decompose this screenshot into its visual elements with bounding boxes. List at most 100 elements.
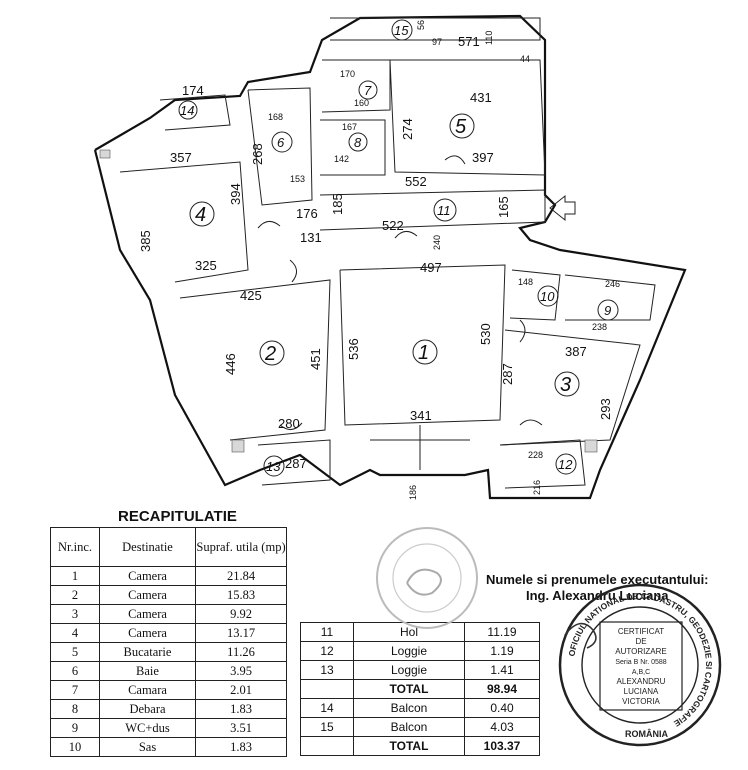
svg-text:165: 165 — [496, 196, 511, 218]
svg-text:431: 431 — [470, 90, 492, 105]
official-stamp: OFICIUL NATIONAL DE CADASTRU, GEODEZIE S… — [558, 583, 722, 747]
svg-text:216: 216 — [532, 480, 542, 495]
room-1-label: 1 — [418, 342, 429, 364]
svg-text:446: 446 — [223, 353, 238, 375]
room-8-label: 8 — [354, 135, 362, 150]
room-5-label: 5 — [455, 116, 467, 138]
svg-text:174: 174 — [182, 83, 204, 98]
svg-text:246: 246 — [605, 279, 620, 289]
svg-text:530: 530 — [478, 323, 493, 345]
svg-text:341: 341 — [410, 408, 432, 423]
svg-text:522: 522 — [382, 218, 404, 233]
svg-text:131: 131 — [300, 230, 322, 245]
room-labels: 1 2 3 4 5 6 7 8 9 10 11 12 13 14 15 — [178, 19, 619, 477]
svg-text:56: 56 — [416, 20, 426, 30]
svg-text:280: 280 — [278, 416, 300, 431]
svg-text:160: 160 — [354, 98, 369, 108]
svg-text:DE: DE — [635, 637, 646, 646]
svg-text:97: 97 — [432, 37, 442, 47]
svg-text:186: 186 — [408, 485, 418, 500]
svg-text:167: 167 — [342, 122, 357, 132]
room-10-label: 10 — [540, 289, 555, 304]
svg-text:LUCIANA: LUCIANA — [624, 687, 659, 696]
table-header-row: Nr.inc. Destinatie Supraf. utila (mp) — [50, 527, 287, 567]
svg-text:552: 552 — [405, 174, 427, 189]
svg-text:385: 385 — [138, 230, 153, 252]
door-arcs — [257, 155, 543, 430]
executor-name: Ing. Alexandru Luciana — [525, 588, 669, 603]
svg-text:228: 228 — [528, 450, 543, 460]
header-destinatie: Destinatie — [99, 527, 196, 567]
svg-text:238: 238 — [592, 322, 607, 332]
room-11-label: 11 — [437, 203, 451, 218]
room-3-label: 3 — [560, 374, 571, 396]
svg-text:110: 110 — [484, 31, 494, 45]
room-15-label: 15 — [394, 23, 409, 38]
svg-text:185: 185 — [330, 193, 345, 215]
recap-title: RECAPITULATIE — [118, 508, 237, 525]
room-14-label: 14 — [180, 103, 194, 118]
room-6-label: 6 — [277, 135, 285, 150]
svg-text:357: 357 — [170, 150, 192, 165]
svg-text:A,B,C: A,B,C — [632, 669, 650, 676]
svg-text:44: 44 — [520, 54, 530, 64]
room-12-label: 12 — [558, 457, 573, 472]
cadastre-seal-faded — [376, 527, 478, 629]
svg-text:CERTIFICAT: CERTIFICAT — [618, 627, 664, 636]
room-9-label: 9 — [604, 303, 611, 318]
svg-text:397: 397 — [472, 150, 494, 165]
header-nr: Nr.inc. — [50, 527, 100, 567]
dimension-labels: 174 357 394 385 325 425 446 451 536 497 … — [138, 20, 620, 500]
svg-text:176: 176 — [296, 206, 318, 221]
svg-text:ALEXANDRU: ALEXANDRU — [617, 677, 666, 686]
executor-caption: Numele si prenumele executantului: — [486, 572, 709, 587]
svg-text:170: 170 — [340, 69, 355, 79]
svg-text:268: 268 — [250, 143, 265, 165]
svg-text:Seria B Nr. 0588: Seria B Nr. 0588 — [615, 659, 666, 666]
inner-walls — [119, 17, 656, 489]
svg-text:274: 274 — [400, 118, 415, 140]
room-13-label: 13 — [266, 459, 281, 474]
svg-text:287: 287 — [500, 363, 515, 385]
entrance-arrow — [549, 194, 576, 222]
svg-text:394: 394 — [228, 183, 243, 205]
svg-text:293: 293 — [598, 398, 613, 420]
room-2-label: 2 — [264, 343, 276, 365]
svg-text:325: 325 — [195, 258, 217, 273]
svg-text:451: 451 — [308, 348, 323, 370]
svg-text:387: 387 — [565, 344, 587, 359]
svg-text:142: 142 — [334, 154, 349, 164]
room-4-label: 4 — [195, 204, 206, 226]
svg-text:240: 240 — [432, 235, 442, 250]
svg-text:148: 148 — [518, 277, 533, 287]
svg-text:536: 536 — [346, 338, 361, 360]
floor-plan: 1 2 3 4 5 6 7 8 9 10 11 12 13 14 15 174 … — [93, 14, 687, 500]
svg-text:287: 287 — [285, 456, 307, 471]
svg-text:153: 153 — [290, 174, 305, 184]
header-suprafata: Supraf. utila (mp) — [195, 527, 287, 567]
svg-text:AUTORIZARE: AUTORIZARE — [615, 647, 666, 656]
outer-walls — [93, 14, 687, 500]
executor-block: Numele si prenumele executantului: Ing. … — [486, 572, 709, 604]
svg-text:497: 497 — [420, 260, 442, 275]
svg-text:571: 571 — [458, 34, 480, 49]
hatch-strips — [99, 149, 598, 453]
